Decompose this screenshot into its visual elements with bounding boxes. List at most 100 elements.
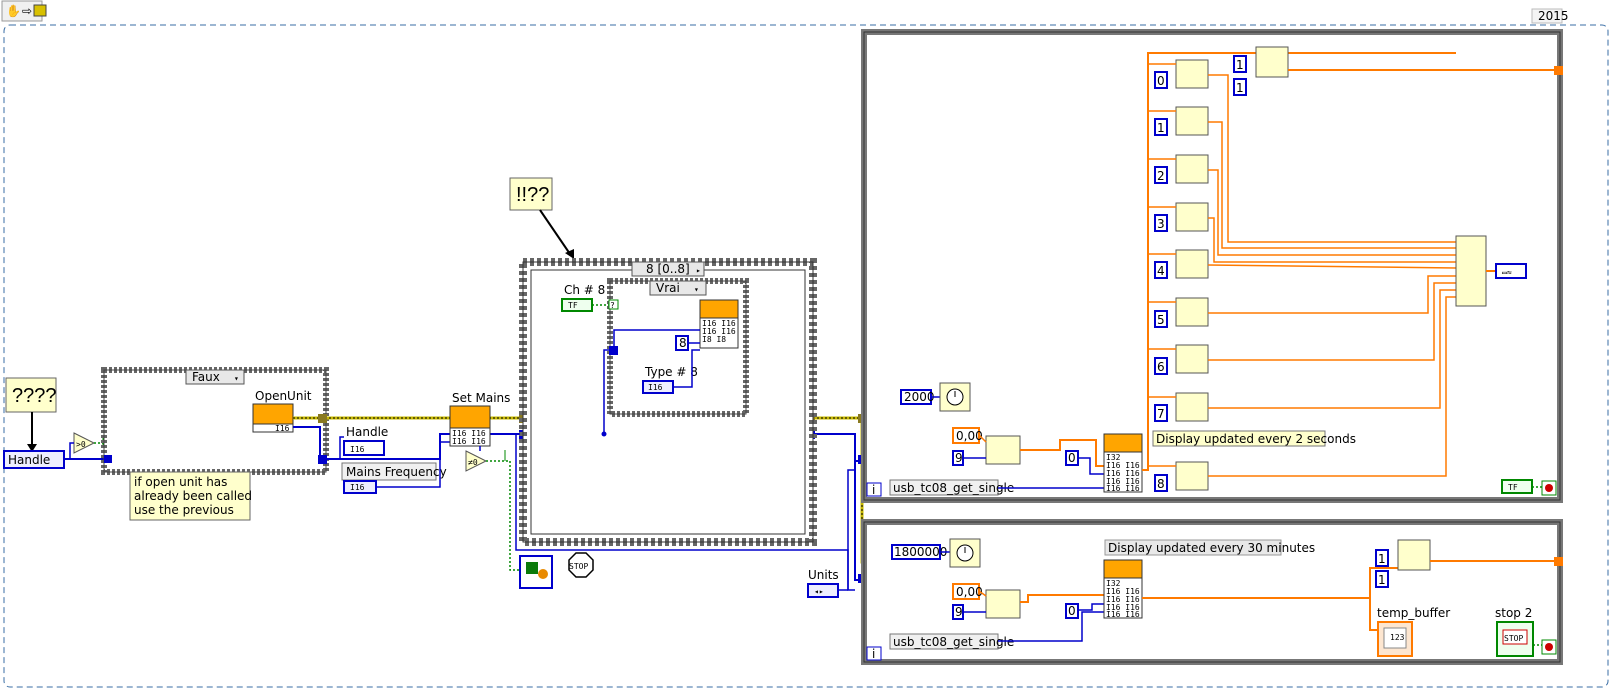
tool-palette[interactable]: ✋ ⇨ (1, 0, 47, 22)
svg-text:Display updated every 30 minut: Display updated every 30 minutes (1108, 541, 1315, 555)
svg-text:I16 I16: I16 I16 (1106, 603, 1140, 612)
year-label: 2015 (1538, 9, 1569, 23)
svg-text:◂▸: ◂▸ (814, 587, 824, 596)
chart-indicator (1495, 263, 1527, 279)
svg-text:I16 I16: I16 I16 (452, 429, 486, 438)
comment-question (5, 377, 57, 413)
index-array-column: 0 1 2 3 4 5 6 7 (1148, 59, 1209, 492)
svg-text:4: 4 (1157, 264, 1165, 278)
svg-text:Display updated every 2 second: Display updated every 2 seconds (1156, 432, 1356, 446)
comment-open-unit-line2: already been called (134, 489, 252, 503)
svg-text:2000: 2000 (904, 390, 935, 404)
sequence-frame-label: 8 [0..8] (646, 262, 690, 276)
comment-exclaim (509, 177, 553, 211)
svg-text:≠0: ≠0 (468, 458, 478, 467)
handle-indicator-label: Handle (346, 425, 388, 439)
svg-text:1: 1 (1378, 573, 1386, 587)
index-const-0[interactable] (1154, 71, 1168, 89)
usb-get-single-top-label: usb_tc08_get_single (893, 481, 1014, 495)
comment-question-text: ???? (12, 385, 57, 407)
handle-indicator (343, 440, 385, 456)
svg-text:I16 I16: I16 I16 (1106, 461, 1140, 470)
case-faux-label: Faux (192, 370, 220, 384)
stop-node[interactable] (568, 552, 594, 578)
wait-timer-icon-top[interactable] (939, 382, 971, 412)
const-one-d[interactable] (1375, 570, 1389, 588)
open-unit-label: OpenUnit (255, 389, 312, 403)
index-2d-top[interactable] (1255, 46, 1289, 78)
svg-text:STOP: STOP (1504, 634, 1523, 643)
index-array-node-6[interactable] (1175, 344, 1209, 374)
svg-text:1: 1 (1378, 552, 1386, 566)
index-const-2[interactable] (1154, 166, 1168, 184)
const-one-a[interactable] (1233, 55, 1247, 73)
index-array-node-0[interactable] (1175, 59, 1209, 89)
svg-text:9: 9 (955, 605, 963, 619)
const-one-b[interactable] (1233, 78, 1247, 96)
svg-text:I16 I16: I16 I16 (702, 319, 736, 328)
run-icon[interactable] (33, 4, 47, 17)
svg-text:6: 6 (1157, 360, 1165, 374)
svg-text:5: 5 (1157, 313, 1165, 327)
index-array-node-4[interactable] (1175, 249, 1209, 279)
svg-text:I8 I8: I8 I8 (702, 335, 726, 344)
index-array-node-3[interactable] (1175, 202, 1209, 232)
svg-text:8: 8 (1157, 477, 1165, 491)
index-const-7[interactable] (1154, 404, 1168, 422)
index-array-node-8[interactable] (1175, 461, 1209, 491)
comment-exclaim-text: !!?? (516, 184, 549, 206)
comment-display-30m (1104, 539, 1282, 556)
type8-label: Type # 8 (644, 365, 698, 379)
index-const-5[interactable] (1154, 310, 1168, 328)
svg-text:I16 I16: I16 I16 (1106, 469, 1140, 478)
svg-text:I16 I16: I16 I16 (452, 437, 486, 446)
const-one-c[interactable] (1375, 549, 1389, 567)
index-const-6[interactable] (1154, 357, 1168, 375)
svg-text:123: 123 (1390, 633, 1405, 642)
svg-text:I16: I16 (275, 424, 290, 433)
svg-text:I16 I16: I16 I16 (1106, 484, 1140, 493)
outer-dashed-frame (3, 24, 1609, 688)
comment-display-2s (1152, 430, 1326, 447)
svg-text:I16: I16 (648, 383, 663, 392)
bundle-node[interactable] (1455, 235, 1487, 307)
index-array-node-1[interactable] (1175, 106, 1209, 136)
svg-text:I16 I16: I16 I16 (1106, 595, 1140, 604)
stop2-label: stop 2 (1495, 606, 1532, 620)
mains-frequency-label: Mains Frequency (346, 465, 447, 479)
index-const-1[interactable] (1154, 118, 1168, 136)
index-const-8[interactable] (1154, 474, 1168, 492)
index-array-node-7[interactable] (1175, 392, 1209, 422)
svg-text:0: 0 (1068, 604, 1076, 618)
zero-const-bottom[interactable] (1065, 603, 1079, 619)
index-2d-bottom[interactable] (1397, 539, 1431, 571)
svg-text:9: 9 (955, 451, 963, 465)
arrow-icon[interactable]: ⇨ (22, 4, 32, 18)
svg-text:1: 1 (1236, 81, 1244, 95)
index-array-node-5[interactable] (1175, 297, 1209, 327)
index-const-4[interactable] (1154, 261, 1168, 279)
svg-text:I16 I16: I16 I16 (1106, 610, 1140, 619)
initialize-array-top[interactable] (985, 435, 1021, 465)
initialize-array-bottom[interactable] (985, 589, 1021, 619)
svg-text:I16 I16: I16 I16 (1106, 477, 1140, 486)
index-array-node-2[interactable] (1175, 154, 1209, 184)
compare-node-2[interactable] (465, 450, 488, 472)
svg-text:>0: >0 (76, 440, 86, 449)
case-vrai-label: Vrai (656, 281, 680, 295)
while-loop-top[interactable] (861, 29, 1563, 503)
handle-control-label: Handle (8, 453, 50, 467)
svg-text:1: 1 (1236, 58, 1244, 72)
comment-open-unit-line3: use the previous (134, 503, 234, 517)
hand-icon[interactable]: ✋ (6, 4, 21, 18)
svg-text:▾: ▾ (234, 374, 239, 383)
index-const-3[interactable] (1154, 214, 1168, 232)
set-mains-label: Set Mains (452, 391, 510, 405)
svg-text:▾: ▾ (694, 285, 699, 294)
svg-text:▭≈: ▭≈ (1502, 268, 1512, 277)
svg-text:?: ? (610, 301, 615, 310)
svg-text:1800000: 1800000 (894, 545, 947, 559)
svg-text:I16: I16 (350, 445, 365, 454)
